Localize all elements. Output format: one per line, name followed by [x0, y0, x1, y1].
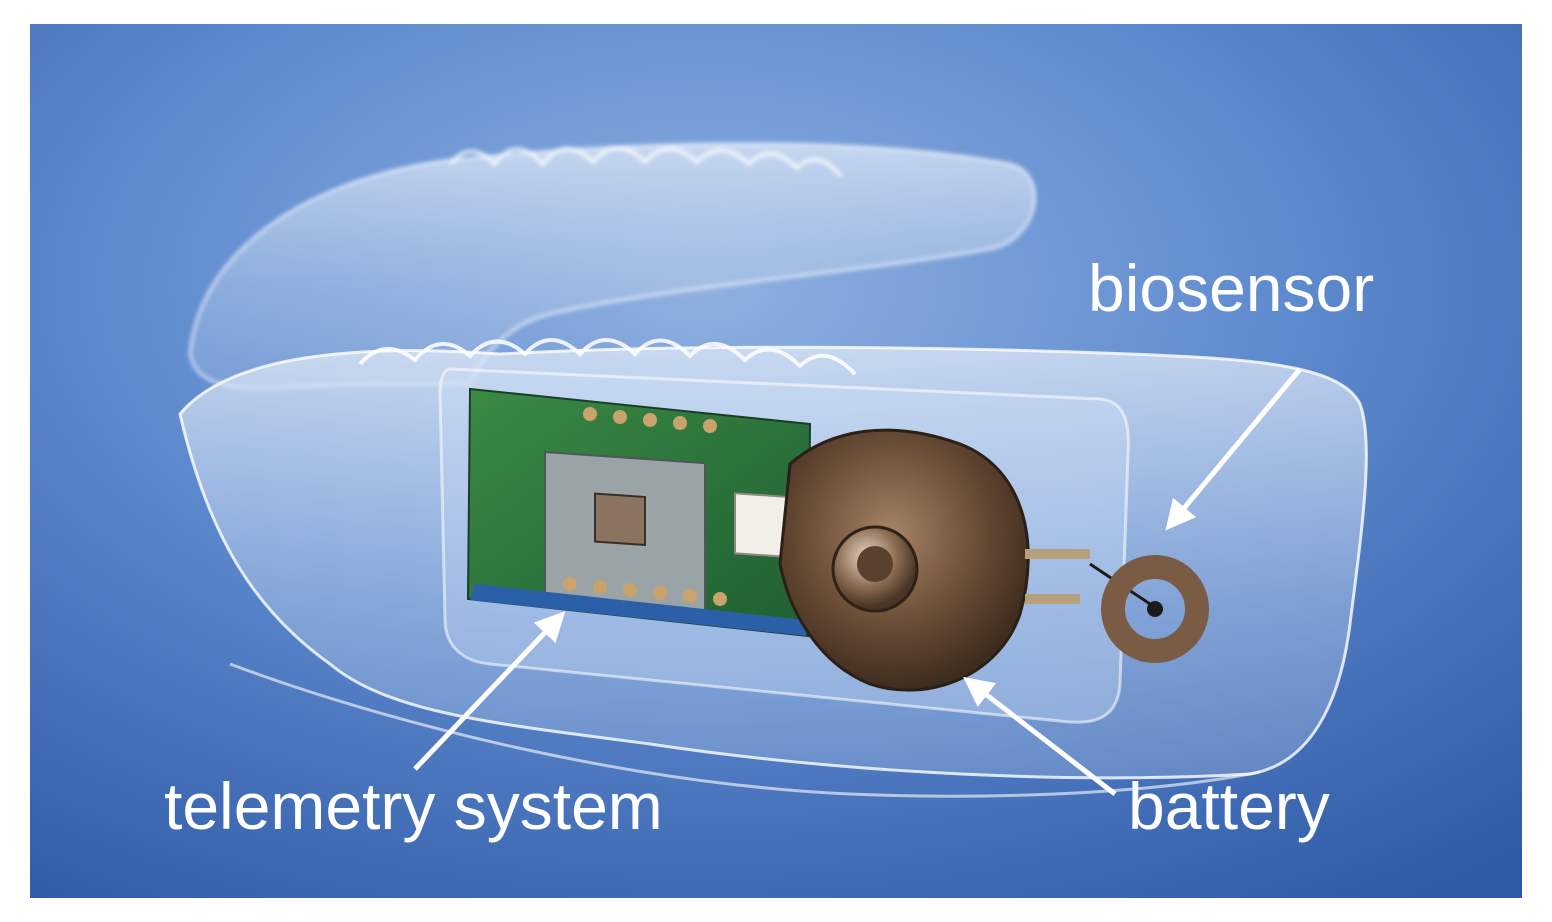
mouthguard-photo: biosensor telemetry system battery — [30, 24, 1522, 898]
biosensor-arrow — [1165, 367, 1302, 531]
telemetry-arrow — [413, 611, 566, 771]
battery-label: battery — [1128, 769, 1330, 843]
telemetry-pcb — [466, 387, 812, 638]
biosensor-element — [1025, 549, 1209, 663]
photo: biosensor telemetry system battery — [30, 24, 1522, 898]
annotation-arrows — [413, 367, 1302, 796]
telemetry-system-label: telemetry system — [164, 769, 663, 843]
battery-arrow — [963, 676, 1117, 796]
biosensor-label: biosensor — [1088, 251, 1374, 325]
coin-battery — [778, 428, 1030, 692]
